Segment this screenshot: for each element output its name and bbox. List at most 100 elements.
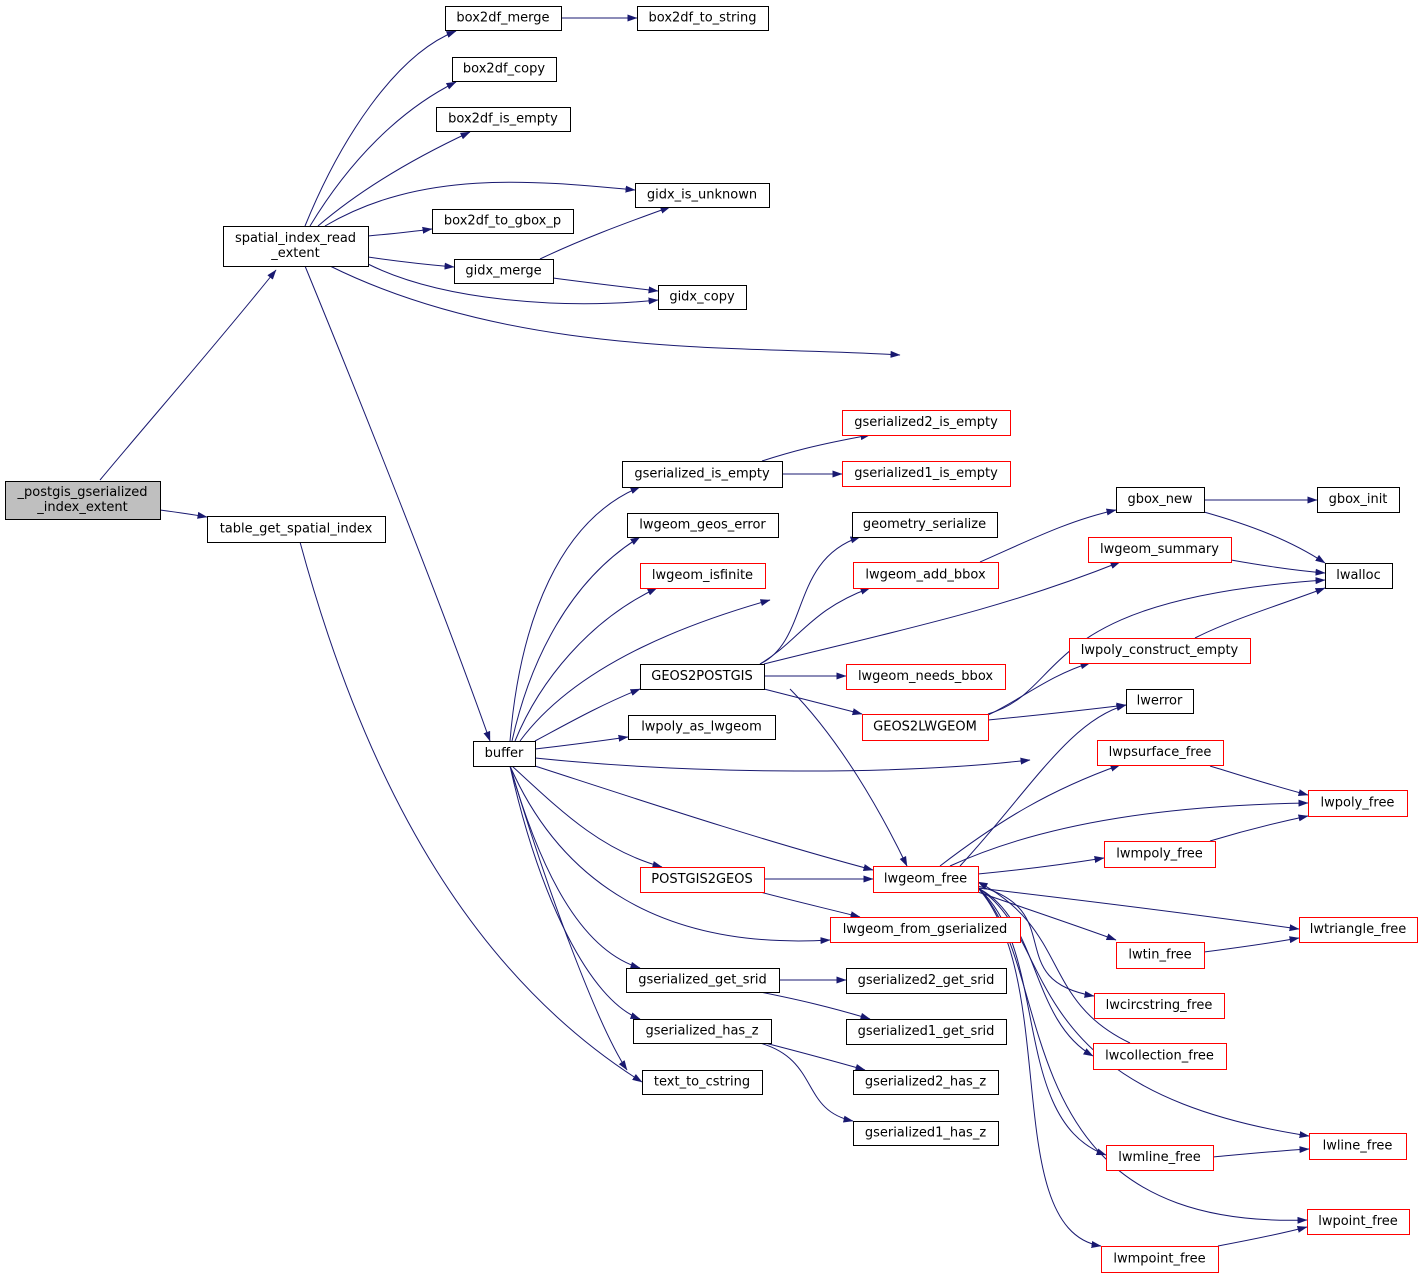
node-box[interactable] [873,866,979,893]
node-gserialized2-has-z[interactable]: gserialized2_has_z [853,1070,999,1095]
node-box[interactable] [846,968,1007,994]
node-box[interactable] [1101,1246,1219,1273]
node-box2df-merge[interactable]: box2df_merge [445,6,562,31]
node-box[interactable] [830,917,1021,943]
node-box[interactable] [853,562,999,589]
node-box[interactable] [1308,790,1408,817]
node-box[interactable] [1106,1145,1214,1171]
node-box[interactable] [635,183,770,208]
node-lwtin-free[interactable]: lwtin_free [1116,942,1205,969]
node-box[interactable] [852,512,998,538]
node-gserialized1-get-srid[interactable]: gserialized1_get_srid [846,1019,1007,1045]
node-box[interactable] [436,107,571,132]
node-box[interactable] [207,516,386,543]
node-geos2postgis[interactable]: GEOS2POSTGIS [640,664,765,690]
node-gidx-copy[interactable]: gidx_copy [658,285,747,310]
node-box[interactable] [626,968,780,993]
node-box[interactable] [454,259,554,284]
node-box[interactable] [1104,841,1216,868]
node-postgis2geos[interactable]: POSTGIS2GEOS [640,867,765,893]
node-lwgeom-isfinite[interactable]: lwgeom_isfinite [640,563,766,589]
node-gidx-merge[interactable]: gidx_merge [454,259,554,284]
node-box[interactable] [1116,487,1205,513]
node-box[interactable] [842,461,1011,487]
node-lwgeom-add-bbox[interactable]: lwgeom_add_bbox [853,562,999,589]
node-box[interactable] [622,461,783,488]
node-lwpoly-as-lwgeom[interactable]: lwpoly_as_lwgeom [628,715,776,740]
node-box[interactable] [445,6,562,31]
node-gidx-is-unknown[interactable]: gidx_is_unknown [635,183,770,208]
node-lwline-free[interactable]: lwline_free [1309,1133,1407,1160]
node-geos2lwgeom[interactable]: GEOS2LWGEOM [862,714,989,741]
node-gserialized-get-srid[interactable]: gserialized_get_srid [626,968,780,993]
node-gserialized2-get-srid[interactable]: gserialized2_get_srid [846,968,1007,994]
node-lwpoly-free[interactable]: lwpoly_free [1308,790,1408,817]
node-box[interactable] [1069,638,1251,664]
node-lwgeom-needs-bbox[interactable]: lwgeom_needs_bbox [846,664,1006,690]
node-box2df-to-gbox-p[interactable]: box2df_to_gbox_p [432,209,574,234]
node-buffer[interactable]: buffer [473,741,536,767]
node-box[interactable] [1325,563,1393,589]
node-box[interactable] [1093,1043,1227,1070]
node-box[interactable] [1317,487,1400,513]
node-box[interactable] [1309,1133,1407,1160]
node-box[interactable] [640,563,766,589]
node-box[interactable] [223,226,369,267]
node-geometry-serialize[interactable]: geometry_serialize [852,512,998,538]
node-box[interactable] [637,6,769,31]
node-gserialized1-is-empty[interactable]: gserialized1_is_empty [842,461,1011,487]
node-box[interactable] [1299,917,1418,943]
node-box2df-to-string[interactable]: box2df_to_string [637,6,769,31]
node-lwalloc[interactable]: lwalloc [1325,563,1393,589]
node-lwgeom-summary[interactable]: lwgeom_summary [1088,537,1232,563]
node-box[interactable] [853,1121,999,1146]
node-lwpoint-free[interactable]: lwpoint_free [1307,1209,1410,1235]
node-lwmline-free[interactable]: lwmline_free [1106,1145,1214,1171]
node-spatial-index-read-extent[interactable]: spatial_index_read_extent [223,226,369,267]
node-box[interactable] [862,714,989,741]
node-box2df-copy[interactable]: box2df_copy [452,57,557,82]
node-lwtriangle-free[interactable]: lwtriangle_free [1299,917,1418,943]
node-lwgeom-free[interactable]: lwgeom_free [873,866,979,893]
node-lwpoly-construct-empty[interactable]: lwpoly_construct_empty [1069,638,1251,664]
node-box[interactable] [628,715,776,740]
node-box[interactable] [1088,537,1232,563]
node-box[interactable] [846,1019,1007,1045]
node-box[interactable] [432,209,574,234]
node-lwmpoint-free[interactable]: lwmpoint_free [1101,1246,1219,1273]
node-gbox-init[interactable]: gbox_init [1317,487,1400,513]
node-lwpsurface-free[interactable]: lwpsurface_free [1097,740,1224,766]
node-box[interactable] [452,57,557,82]
node-box[interactable] [658,285,747,310]
node-gserialized-is-empty[interactable]: gserialized_is_empty [622,461,783,488]
node-box[interactable] [846,664,1006,690]
node-box[interactable] [640,664,765,690]
node-box[interactable] [1116,942,1205,969]
node-box[interactable] [642,1070,763,1095]
node-lwcircstring-free[interactable]: lwcircstring_free [1094,993,1225,1019]
node-lwerror[interactable]: lwerror [1126,689,1194,714]
node-root[interactable]: _postgis_gserialized_index_extent [5,481,161,520]
node-box[interactable] [627,513,779,538]
node-box[interactable] [1097,740,1224,766]
node-lwgeom-geos-error[interactable]: lwgeom_geos_error [627,513,779,538]
node-lwgeom-from-gserialized[interactable]: lwgeom_from_gserialized [830,917,1021,943]
node-box[interactable] [853,1070,999,1095]
node-table-get-spatial-index[interactable]: table_get_spatial_index [207,516,386,543]
node-box[interactable] [5,481,161,520]
node-box[interactable] [1094,993,1225,1019]
node-lwmpoly-free[interactable]: lwmpoly_free [1104,841,1216,868]
node-box[interactable] [633,1019,772,1044]
node-gserialized1-has-z[interactable]: gserialized1_has_z [853,1121,999,1146]
node-box[interactable] [1307,1209,1410,1235]
node-lwcollection-free[interactable]: lwcollection_free [1093,1043,1227,1070]
node-box[interactable] [1126,689,1194,714]
node-text-to-cstring[interactable]: text_to_cstring [642,1070,763,1095]
node-box2df-is-empty[interactable]: box2df_is_empty [436,107,571,132]
node-gserialized-has-z[interactable]: gserialized_has_z [633,1019,772,1044]
node-box[interactable] [473,741,536,767]
node-box[interactable] [640,867,765,893]
node-gserialized2-is-empty[interactable]: gserialized2_is_empty [842,410,1011,436]
node-box[interactable] [842,410,1011,436]
node-gbox-new[interactable]: gbox_new [1116,487,1205,513]
